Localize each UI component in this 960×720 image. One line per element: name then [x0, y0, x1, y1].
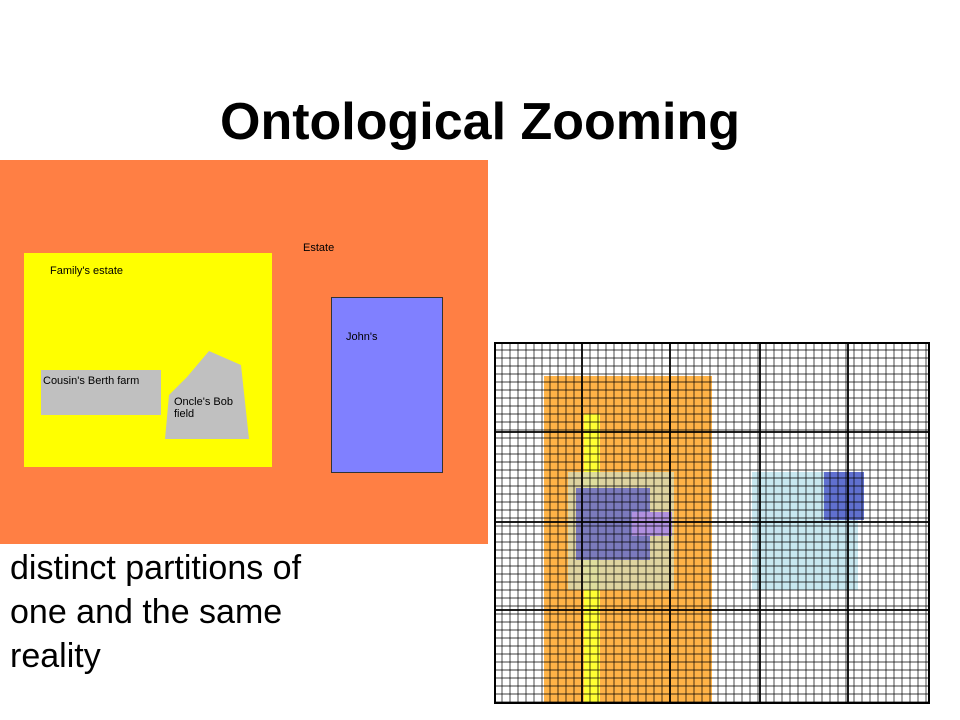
fine-grid-lines — [494, 342, 930, 704]
cousin-farm-label: Cousin's Berth farm — [43, 375, 140, 387]
raster-grid — [494, 342, 930, 704]
estate-map: Estate Family's estate Cousin's Berth fa… — [0, 160, 488, 544]
slide-title: Ontological Zooming — [220, 93, 740, 151]
oncle-field-label: Oncle's Bob field — [174, 396, 233, 420]
coarse-grid-lines — [494, 342, 930, 704]
violet-block — [632, 512, 672, 536]
grid-border — [494, 342, 930, 704]
family-estate-region: Family's estate Cousin's Berth farm — [24, 253, 272, 467]
raster-grid-svg — [494, 342, 930, 704]
oncle-field-region — [165, 351, 249, 439]
estate-label: Estate — [303, 242, 335, 254]
dark-blue-block — [824, 472, 864, 520]
cousin-farm-region: Cousin's Berth farm — [41, 370, 161, 415]
family-estate-label: Family's estate — [50, 265, 124, 277]
johns-label: John's — [346, 331, 378, 343]
johns-region: John's — [331, 297, 443, 473]
caption-text: distinct partitions of one and the same … — [10, 549, 302, 675]
